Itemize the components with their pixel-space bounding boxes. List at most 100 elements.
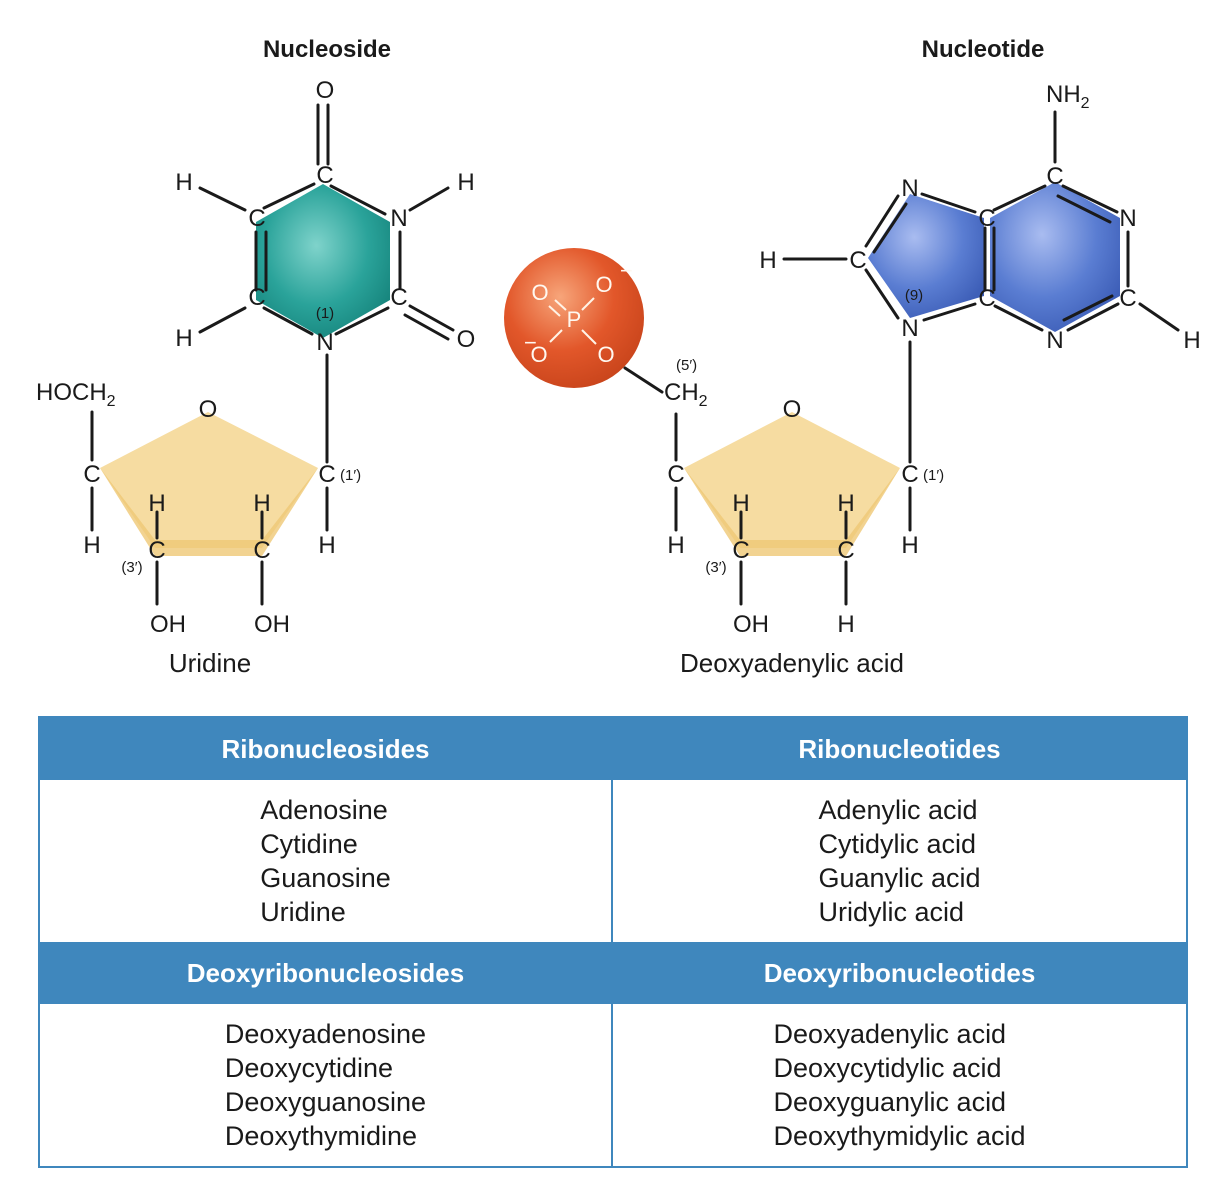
ribose-c4: C <box>83 461 100 488</box>
phosphate-o-lower-left: O <box>530 342 547 367</box>
uracil-h3: H <box>457 169 474 196</box>
deoxyribonucleotides-cell: Deoxyadenylic acid Deoxycytidylic acid D… <box>613 1004 1186 1166</box>
adenine-c4: C <box>978 285 995 312</box>
adenine-six-ring <box>990 182 1120 332</box>
list-item: Guanosine <box>260 863 391 893</box>
uracil-n3: N <box>390 205 407 232</box>
list-item: Deoxyguanosine <box>224 1087 427 1117</box>
ribose-position-3: (3′) <box>121 559 142 576</box>
ribose-h4: H <box>83 532 100 559</box>
deoxyribose-oh3: OH <box>733 611 769 638</box>
uracil-o2: O <box>457 326 476 353</box>
ribose-c3: C <box>148 537 165 564</box>
deoxyribose-c3: C <box>732 537 749 564</box>
list-item: Adenosine <box>260 795 388 825</box>
uracil-ring <box>256 184 390 338</box>
adenine-n7: N <box>901 175 918 202</box>
ribose-h1: H <box>318 532 335 559</box>
deoxyribose-ch2: CH2 <box>664 379 708 410</box>
ribose-c2: C <box>253 537 270 564</box>
deoxyribonucleosides-cell: Deoxyadenosine Deoxycytidine Deoxyguanos… <box>40 1004 613 1166</box>
uracil-c4: C <box>316 162 333 189</box>
phosphate-charge-lower: − <box>524 330 537 355</box>
deoxyribose-ring <box>684 412 900 548</box>
uracil-h5: H <box>175 325 192 352</box>
uracil-base: O C N H C O N (1) C H C H <box>175 77 476 464</box>
ribose-hoch2: HOCH2 <box>36 379 116 410</box>
adenine-h8: H <box>759 247 776 274</box>
phosphate-sphere <box>504 248 644 388</box>
ribose-oh2: OH <box>254 611 290 638</box>
ribose-h2: H <box>253 490 270 517</box>
ribose-o4: O <box>199 396 218 423</box>
phosphate-group: P O O − O − O <box>504 248 644 388</box>
adenine-five-ring <box>868 194 984 318</box>
adenine-base: NH2 C N C H N C C N C H N (9) <box>759 81 1201 464</box>
deoxyribose-sugar: (5′) CH2 O C H H C (3′) OH H C H C (1′) … <box>664 357 944 638</box>
uracil-n1: N <box>316 329 333 356</box>
nucleoside-title: Nucleoside <box>263 36 391 63</box>
deoxyribose-o4: O <box>783 396 802 423</box>
nomenclature-table: Ribonucleosides Ribonucleotides Adenosin… <box>38 716 1188 1168</box>
list-item: Deoxyadenylic acid <box>773 1019 1007 1049</box>
ribose-ring <box>100 412 318 548</box>
nucleotide-caption: Deoxyadenylic acid <box>680 648 904 678</box>
header-ribonucleotides: Ribonucleotides <box>613 718 1186 780</box>
deoxyribose-c4: C <box>667 461 684 488</box>
ribose-h3: H <box>148 490 165 517</box>
deoxyribose-h3: H <box>732 490 749 517</box>
ribonucleosides-cell: Adenosine Cytidine Guanosine Uridine <box>40 780 613 942</box>
phosphate-charge-upper: − <box>620 258 633 283</box>
adenine-nh2: NH2 <box>1046 81 1090 112</box>
adenine-n1: N <box>1119 205 1136 232</box>
ribose-oh3: OH <box>150 611 186 638</box>
uracil-c2: C <box>390 284 407 311</box>
header-deoxyribonucleotides: Deoxyribonucleotides <box>613 942 1186 1004</box>
phosphate-o-upper-right: O <box>595 272 612 297</box>
adenine-n9: N <box>901 315 918 342</box>
list-item: Deoxyadenosine <box>224 1019 427 1049</box>
nucleoside-nucleotide-diagram: Nucleoside Nucleotide O C N H C O N (1) … <box>36 36 1201 678</box>
adenine-n3: N <box>1046 327 1063 354</box>
uracil-position-1: (1) <box>316 305 334 322</box>
deoxyribose-h1: H <box>901 532 918 559</box>
uracil-h6: H <box>175 169 192 196</box>
adenine-c2: C <box>1119 285 1136 312</box>
deoxyribose-h4: H <box>667 532 684 559</box>
list-item: Deoxythymidylic acid <box>773 1121 1026 1151</box>
deoxyribose-c2: C <box>837 537 854 564</box>
phosphorus-atom: P <box>567 307 582 332</box>
adenine-c5: C <box>978 205 995 232</box>
list-item: Adenylic acid <box>818 795 978 825</box>
header-ribonucleosides: Ribonucleosides <box>40 718 613 780</box>
phosphate-o-lower-right: O <box>597 342 614 367</box>
ribose-position-1p: (1′) <box>340 467 361 484</box>
nucleotide-title: Nucleotide <box>922 36 1045 63</box>
adenine-h2: H <box>1183 327 1200 354</box>
deoxyribose-c1: C <box>901 461 918 488</box>
list-item: Deoxycytidine <box>224 1053 393 1083</box>
list-item: Cytidylic acid <box>818 829 976 859</box>
deoxyribose-h2-top: H <box>837 490 854 517</box>
header-deoxyribonucleosides: Deoxyribonucleosides <box>40 942 613 1004</box>
uracil-c6: C <box>248 205 265 232</box>
uracil-o4: O <box>316 77 335 104</box>
list-item: Uridylic acid <box>818 897 964 927</box>
adenine-c8: C <box>849 247 866 274</box>
list-item: Cytidine <box>260 829 358 859</box>
adenine-position-9: (9) <box>905 287 923 304</box>
ribonucleotides-cell: Adenylic acid Cytidylic acid Guanylic ac… <box>613 780 1186 942</box>
deoxyribose-position-1p: (1′) <box>923 467 944 484</box>
uracil-c5: C <box>248 284 265 311</box>
deoxyribose-h2-bottom: H <box>837 611 854 638</box>
ribose-sugar: HOCH2 O C H H C (3′) OH H C OH C (1′) H <box>36 379 361 638</box>
ribose-c1: C <box>318 461 335 488</box>
phosphate-o-upper-left: O <box>531 280 548 305</box>
adenine-c6: C <box>1046 163 1063 190</box>
deoxyribose-position-5: (5′) <box>676 357 697 374</box>
deoxyribose-position-3: (3′) <box>705 559 726 576</box>
list-item: Uridine <box>260 897 346 927</box>
list-item: Deoxyguanylic acid <box>773 1087 1007 1117</box>
list-item: Deoxycytidylic acid <box>773 1053 1002 1083</box>
list-item: Guanylic acid <box>818 863 981 893</box>
